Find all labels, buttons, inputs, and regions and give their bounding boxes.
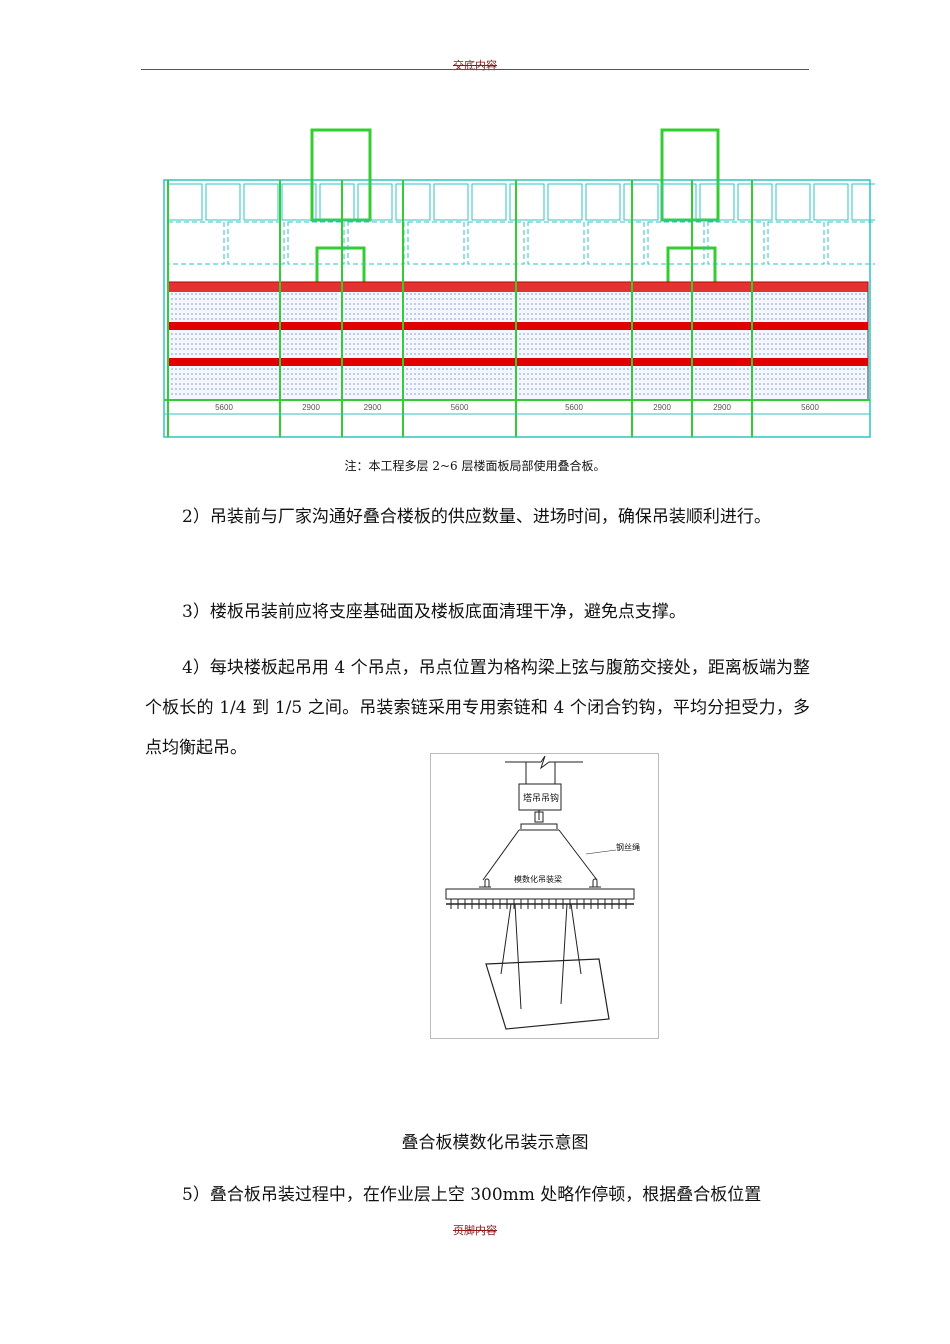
beam-hatch	[403, 282, 516, 292]
room	[407, 221, 465, 265]
room	[467, 221, 525, 265]
room	[547, 183, 583, 221]
floor-plan-drawing: 5600 2900 2900 5600 5600 2900 2900 5600	[163, 128, 875, 438]
slab-bay	[631, 281, 693, 401]
beam-band	[403, 358, 516, 366]
room	[281, 183, 317, 221]
room	[661, 183, 697, 221]
room	[167, 183, 203, 221]
dimension-label: 5600	[565, 403, 583, 412]
beam-band	[168, 358, 280, 366]
room	[287, 221, 345, 265]
beam-band	[168, 322, 280, 330]
figure-note: 注：本工程多层 2~6 层楼面板局部使用叠合板。	[344, 459, 606, 473]
slab-bay	[515, 281, 633, 401]
room	[737, 183, 773, 221]
room	[433, 183, 469, 221]
beam-band	[692, 358, 752, 366]
slab-bay	[167, 281, 281, 401]
room	[827, 221, 875, 265]
beam-band	[342, 358, 403, 366]
beam-band	[280, 322, 342, 330]
beam-hatch	[632, 282, 692, 292]
room	[347, 221, 405, 265]
lifting-diagram: 塔吊吊钩 钢丝绳 模数化吊装梁	[430, 753, 659, 1039]
figure-caption: 叠合板模数化吊装示意图	[401, 1133, 589, 1153]
room	[587, 221, 645, 265]
room	[509, 183, 545, 221]
slab-bay	[279, 281, 343, 401]
dimension-label: 2900	[364, 403, 382, 412]
stair-core	[660, 128, 720, 222]
paragraph-5: 5）叠合板吊装过程中，在作业层上空 300mm 处略作停顿，根据叠合板位置	[182, 1185, 762, 1205]
beam-hatch	[516, 282, 632, 292]
header-text: 交底内容	[453, 59, 497, 72]
beam-band	[516, 358, 632, 366]
beam-band	[516, 322, 632, 330]
slab-bay	[751, 281, 869, 401]
footer-text: 页脚内容	[453, 1224, 497, 1237]
lifting-beam-label: 模数化吊装梁	[514, 875, 562, 884]
slab-bay	[341, 281, 404, 401]
beam-band	[280, 358, 342, 366]
room	[243, 183, 279, 221]
paragraph-3: 3）楼板吊装前应将支座基础面及楼板底面清理干净，避免点支撑。	[182, 602, 686, 622]
room	[767, 221, 825, 265]
beam-band	[632, 358, 692, 366]
beam-hatch	[752, 282, 868, 292]
room	[699, 183, 735, 221]
room	[623, 183, 659, 221]
beam-band	[752, 322, 868, 330]
paragraph-2: 2）吊装前与厂家沟通好叠合楼板的供应数量、进场时间，确保吊装顺利进行。	[182, 507, 771, 527]
dimension-label: 2900	[713, 403, 731, 412]
beam-band	[342, 322, 403, 330]
room	[707, 221, 765, 265]
room	[813, 183, 849, 221]
room	[395, 183, 431, 221]
dimension-label: 5600	[801, 403, 819, 412]
beam-hatch	[280, 282, 342, 292]
beam-hatch	[692, 282, 752, 292]
room	[775, 183, 811, 221]
beam-hatch	[168, 282, 280, 292]
crane-hook-label: 塔吊吊钩	[522, 794, 559, 804]
room	[205, 183, 241, 221]
crane-hook-box	[518, 783, 562, 811]
room	[357, 183, 393, 221]
beam-hatch	[342, 282, 403, 292]
beam-band	[752, 358, 868, 366]
header-rule	[141, 69, 809, 70]
slab-bay	[691, 281, 753, 401]
room	[585, 183, 621, 221]
room	[167, 221, 225, 265]
dimension-label: 5600	[451, 403, 469, 412]
room	[471, 183, 507, 221]
room	[527, 221, 585, 265]
room	[647, 221, 705, 265]
room	[319, 183, 355, 221]
dimension-label: 2900	[653, 403, 671, 412]
paragraph-4: 4）每块楼板起吊用 4 个吊点，吊点位置为格构梁上弦与腹筋交接处，距离板端为整个…	[145, 658, 810, 758]
dimension-label: 2900	[302, 403, 320, 412]
room	[851, 183, 875, 221]
slab-bay	[402, 281, 517, 401]
beam-band	[403, 322, 516, 330]
beam-band	[632, 322, 692, 330]
steel-rope-label: 钢丝绳	[616, 843, 640, 852]
room	[227, 221, 285, 265]
dimension-label: 5600	[215, 403, 233, 412]
beam-band	[692, 322, 752, 330]
